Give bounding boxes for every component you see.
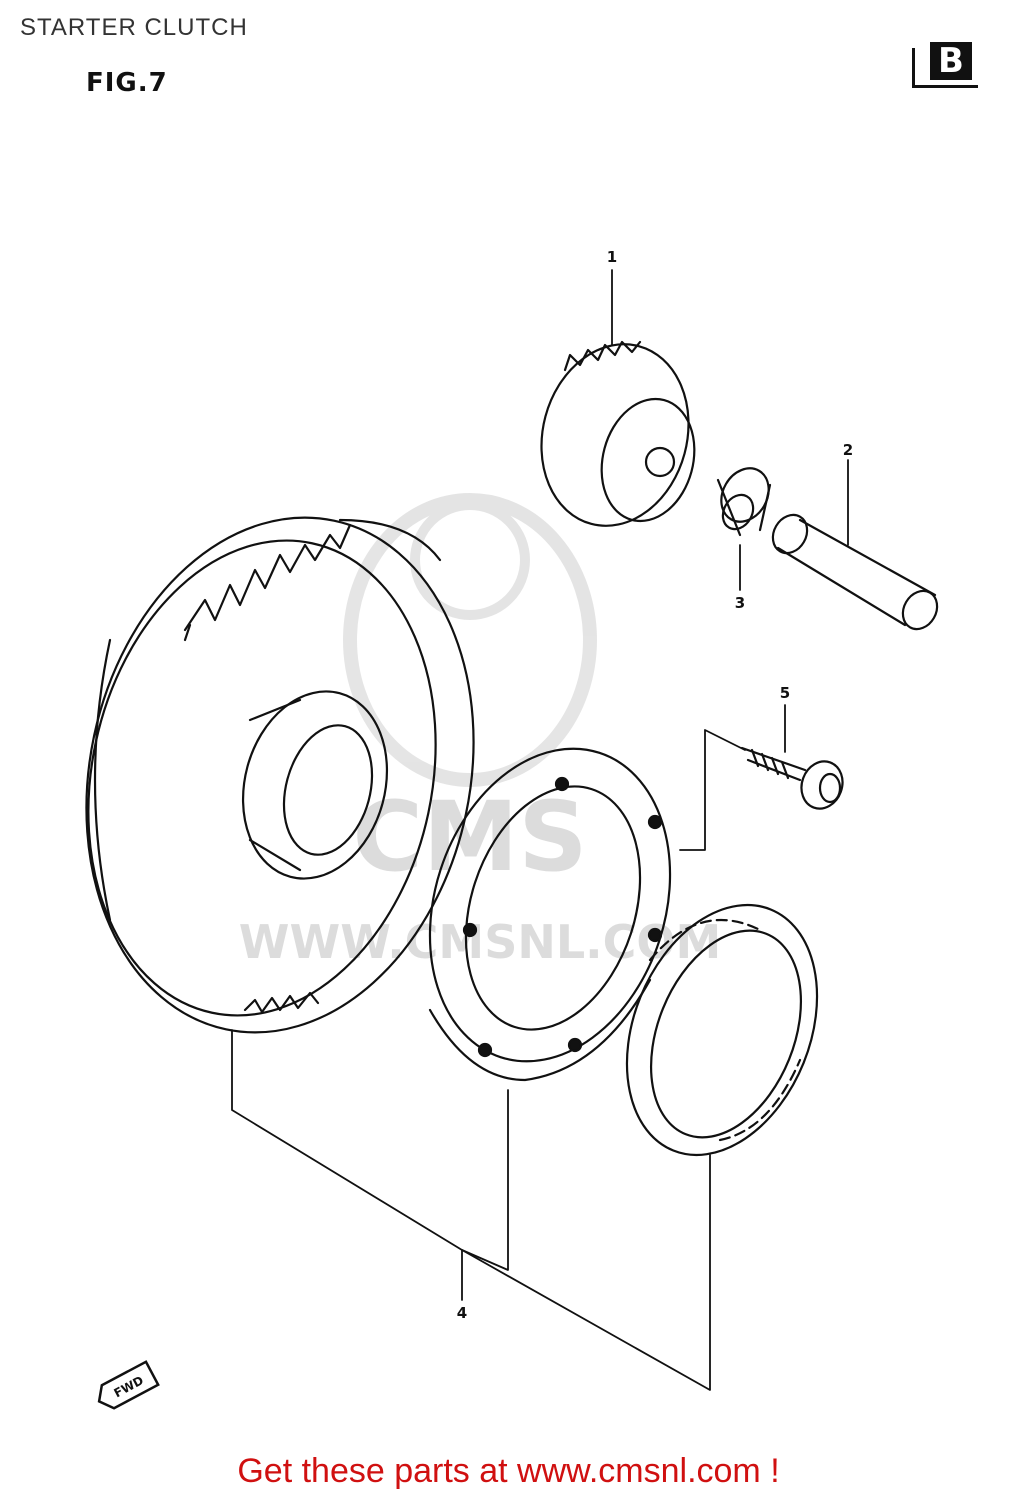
starter-driven-gear	[85, 516, 475, 1034]
callout-5: 5	[780, 684, 790, 702]
callout-2: 2	[843, 441, 853, 459]
section-marker: B	[912, 42, 978, 90]
page-title: STARTER CLUTCH	[20, 14, 248, 41]
section-letter: B	[930, 42, 972, 80]
figure-label: FIG.7	[86, 68, 168, 98]
leader-lines	[231, 269, 849, 1391]
idle-gear-bushing	[716, 467, 772, 537]
watermark: CMS WWW.CMSNL.COM	[239, 493, 722, 969]
starter-clutch-housing	[428, 747, 672, 1082]
starter-idle-gear	[540, 340, 696, 527]
section-marker-bar	[912, 48, 915, 88]
callout-4: 4	[457, 1304, 467, 1322]
section-marker-underline	[912, 85, 978, 88]
callout-1: 1	[607, 248, 617, 266]
watermark-url: WWW.CMSNL.COM	[239, 915, 722, 969]
callout-3: 3	[735, 594, 745, 612]
watermark-brand: CMS	[352, 781, 587, 893]
footer-parts-link[interactable]: Get these parts at www.cmsnl.com !	[237, 1452, 780, 1490]
forward-direction-badge: FWD	[97, 1360, 160, 1410]
clutch-bolt	[740, 746, 844, 810]
one-way-clutch-bearing	[625, 903, 819, 1157]
idle-gear-shaft	[771, 513, 939, 631]
